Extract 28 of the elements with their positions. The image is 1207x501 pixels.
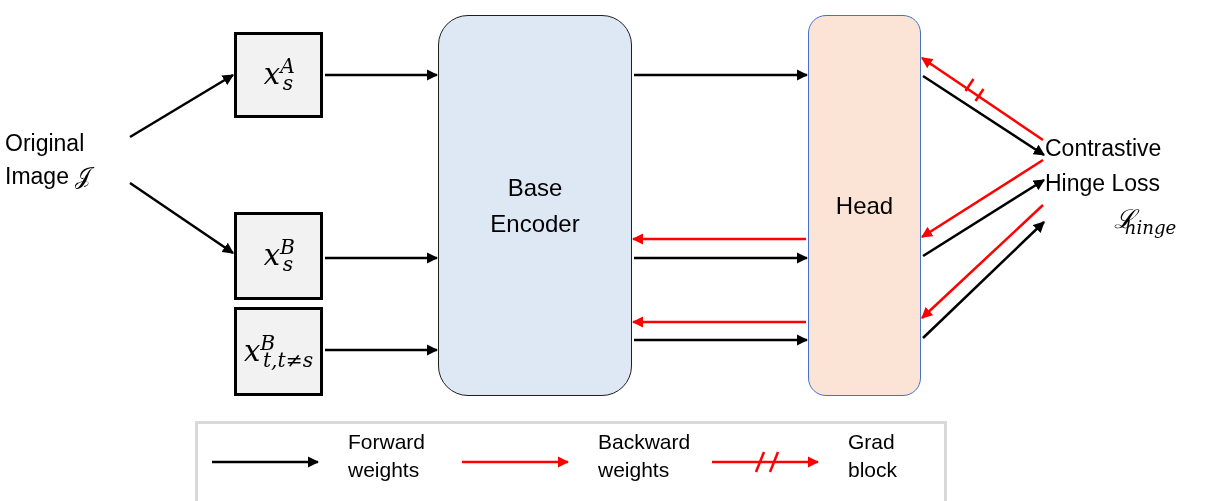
arrow xyxy=(631,316,806,328)
arrow xyxy=(922,74,1045,157)
head-block xyxy=(808,15,921,396)
arrow xyxy=(922,178,1045,258)
arrow xyxy=(921,158,1044,239)
arrow xyxy=(631,233,806,245)
encoder-block xyxy=(438,15,632,396)
arrow xyxy=(129,73,234,139)
arrow xyxy=(129,181,234,255)
arrow xyxy=(634,252,809,264)
input-box xyxy=(234,32,323,118)
arrow xyxy=(325,344,439,356)
loss-label: Contrastive Hinge Loss xyxy=(1045,134,1163,198)
arrow xyxy=(325,252,439,264)
arrow xyxy=(921,204,1044,319)
arrow xyxy=(922,221,1045,339)
input-box xyxy=(234,307,323,396)
arrow xyxy=(921,56,1044,142)
block-label: Base Encoder xyxy=(489,172,581,239)
input-label: Original Image 𝒥 xyxy=(5,126,128,194)
legend-label: Grad block xyxy=(848,429,899,484)
block-label: Head xyxy=(835,190,894,221)
arrow xyxy=(634,334,809,346)
legend-label: Forward weights xyxy=(348,429,427,484)
input-box xyxy=(234,212,323,300)
arrow xyxy=(634,69,809,81)
arrow xyxy=(325,69,439,81)
legend-label: Backward weights xyxy=(598,429,692,484)
